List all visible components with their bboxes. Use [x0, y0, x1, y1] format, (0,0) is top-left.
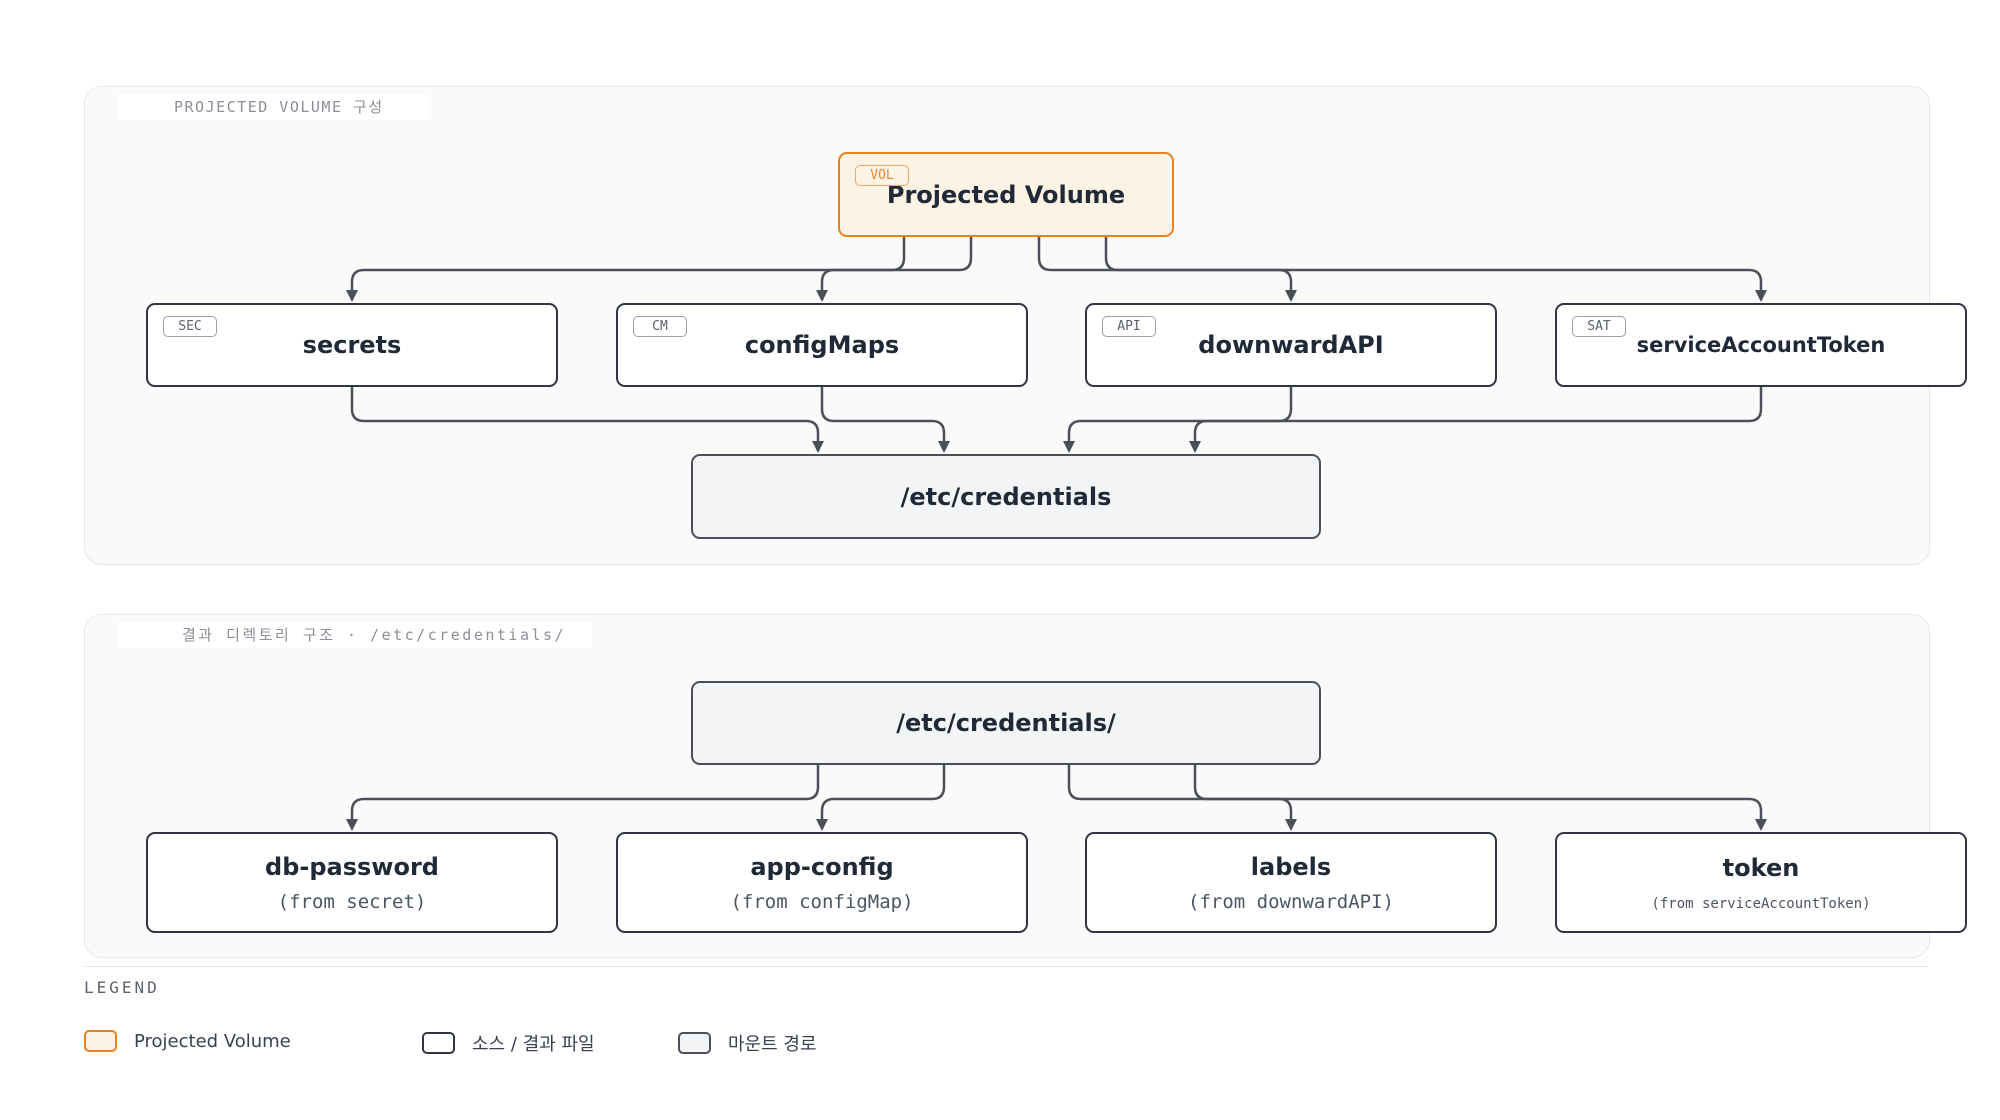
secrets-node[interactable]: SEC secrets [146, 303, 558, 387]
edge-dir-labels [1067, 765, 1297, 831]
edge-volume-configmaps [816, 237, 973, 302]
legend-item-projected-volume: Projected Volume [84, 1030, 291, 1052]
edge-downwardapi-mount [1063, 387, 1293, 453]
app-config-file-node[interactable]: app-config (from configMap) [616, 832, 1028, 933]
projected-volume-node[interactable]: VOL Projected Volume [838, 152, 1174, 237]
result-directory-title: /etc/credentials/ [896, 709, 1116, 737]
db-password-title: db-password [265, 852, 439, 881]
legend-title: LEGEND [84, 978, 160, 997]
vol-badge: VOL [855, 165, 909, 186]
configmaps-node[interactable]: CM configMaps [616, 303, 1028, 387]
legend-label-volume: Projected Volume [134, 1030, 291, 1052]
legend-swatch-volume [84, 1030, 117, 1052]
legend-item-mount-path: 마운트 경로 [678, 1030, 817, 1056]
sec-badge: SEC [163, 316, 217, 337]
secrets-title: secrets [302, 331, 402, 359]
labels-source: (from downwardAPI) [1188, 890, 1394, 913]
edge-volume-downwardapi [1037, 237, 1297, 302]
api-badge: API [1102, 316, 1156, 337]
edge-dir-db-password [346, 765, 820, 831]
legend-swatch-source [422, 1032, 455, 1054]
sat-badge: SAT [1572, 316, 1626, 337]
edge-configmaps-mount [820, 387, 950, 453]
legend-label-source: 소스 / 결과 파일 [472, 1034, 595, 1055]
app-config-source: (from configMap) [730, 890, 914, 913]
app-config-title: app-config [750, 852, 894, 881]
mount-path-title: /etc/credentials [900, 482, 1112, 511]
labels-file-node[interactable]: labels (from downwardAPI) [1085, 832, 1497, 933]
edge-dir-app-config [816, 765, 946, 831]
db-password-file-node[interactable]: db-password (from secret) [146, 832, 558, 933]
edge-volume-sat [1104, 237, 1767, 302]
configmaps-title: configMaps [744, 331, 900, 359]
cm-badge: CM [633, 316, 687, 337]
edge-dir-token [1193, 765, 1767, 831]
edge-secrets-mount [350, 387, 824, 453]
downwardapi-title: downwardAPI [1198, 331, 1384, 359]
projected-volume-group-label: PROJECTED VOLUME 구성 [118, 94, 428, 120]
legend-swatch-mount [678, 1032, 711, 1054]
result-directory-node[interactable]: /etc/credentials/ [691, 681, 1321, 765]
downwardapi-node[interactable]: API downwardAPI [1085, 303, 1497, 387]
labels-title: labels [1250, 852, 1332, 881]
legend-item-source-file: 소스 / 결과 파일 [422, 1030, 595, 1056]
service-account-token-node[interactable]: SAT serviceAccountToken [1555, 303, 1967, 387]
token-file-node[interactable]: token (from serviceAccountToken) [1555, 832, 1967, 933]
result-directory-group-label: 결과 디렉토리 구조 · /etc/credentials/ [118, 622, 592, 648]
db-password-source: (from secret) [277, 890, 427, 913]
edge-volume-secrets [346, 237, 906, 302]
projected-volume-title: Projected Volume [886, 180, 1126, 209]
edge-sat-mount [1189, 387, 1763, 453]
token-title: token [1722, 853, 1800, 882]
token-source: (from serviceAccountToken) [1651, 895, 1871, 912]
legend-label-mount: 마운트 경로 [728, 1034, 817, 1055]
legend-divider [84, 966, 1928, 967]
mount-path-node[interactable]: /etc/credentials [691, 454, 1321, 539]
service-account-token-title: serviceAccountToken [1636, 333, 1886, 357]
